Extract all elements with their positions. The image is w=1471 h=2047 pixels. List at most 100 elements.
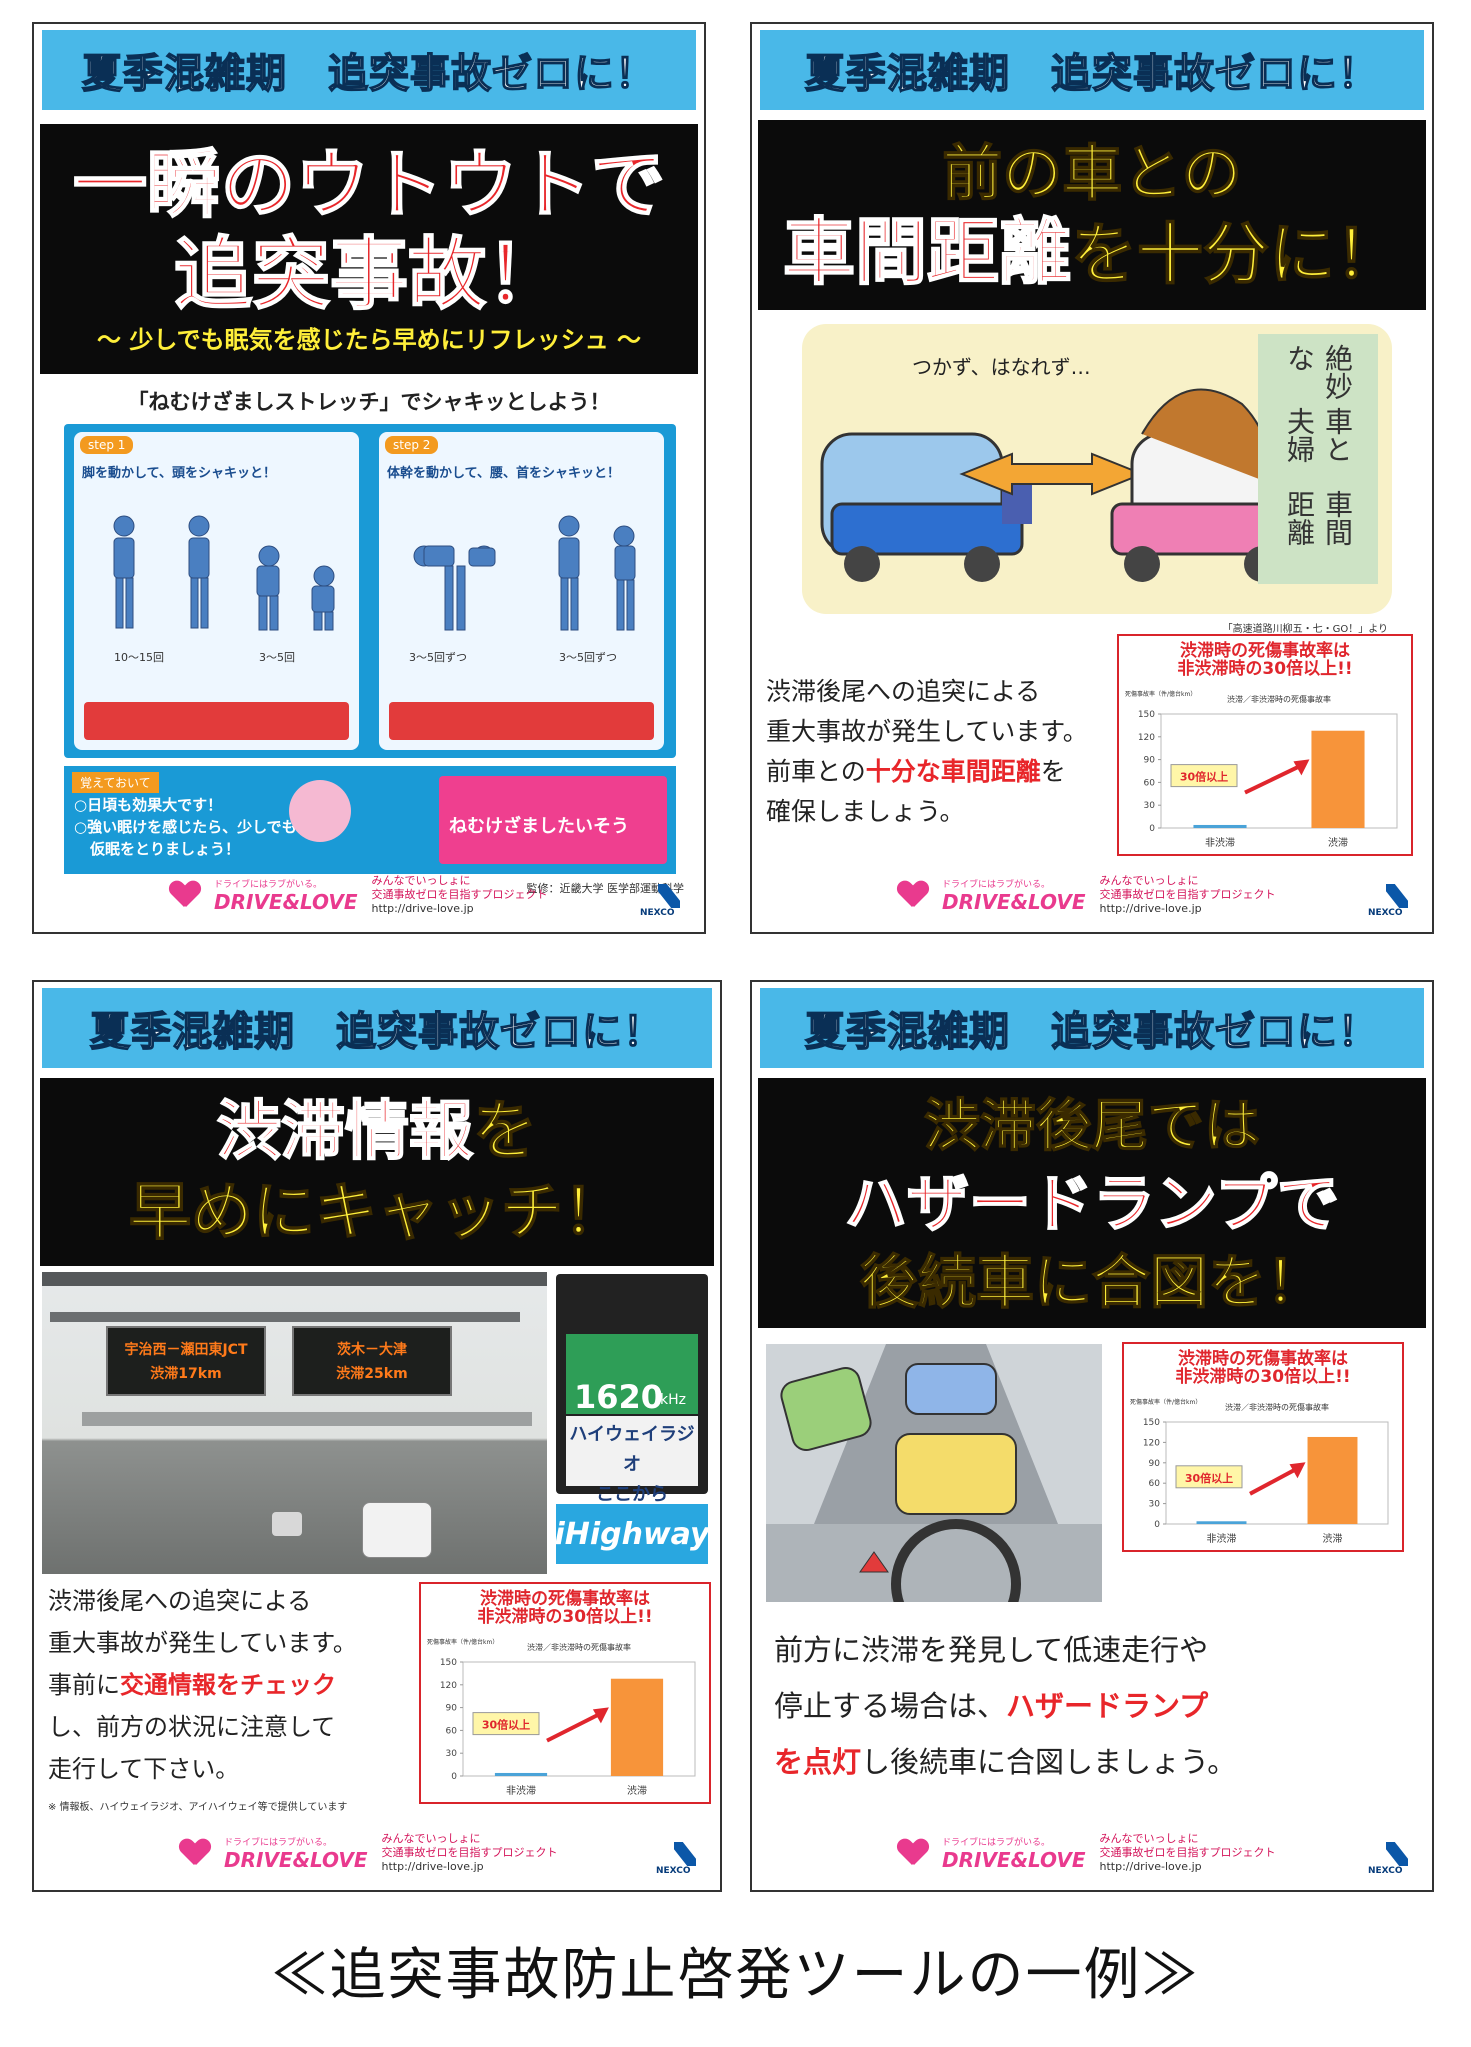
nexco-logo-icon: NEXCO <box>640 878 680 918</box>
tip-title: 覚えておいて <box>72 772 159 793</box>
poster-distance: 夏季混雑期 追突事故ゼロに！ 前の車との 車間距離を十分に！ つかず、はなれず…… <box>750 22 1434 934</box>
y-tick-label: 90 <box>446 1704 458 1714</box>
chart-ylabel: 死傷事故率（件/億台km） <box>1125 690 1196 698</box>
step2-title: 体幹を動かして、腰、首をシャキッと！ <box>387 466 620 481</box>
chart-arrow <box>546 1709 606 1743</box>
x-tick-label: 非渋滞 <box>1207 1532 1237 1545</box>
banner-text: 夏季混雑期 追突事故ゼロに！ <box>81 50 656 98</box>
supervisor: 監修：近畿大学 医学部運動科学 <box>526 882 685 895</box>
subline: 〜 少しでも眠気を感じたら早めにリフレッシュ 〜 <box>97 326 641 354</box>
ihighway-logo: iHighway <box>554 1504 710 1564</box>
chart-arrow-head <box>1289 1462 1306 1479</box>
step1-tag: step 1 <box>80 436 134 454</box>
poster-banner: 夏季混雑期 追突事故ゼロに！ <box>758 28 1426 112</box>
tip-panel: 覚えておいて ○日頃も効果大です！ ○強い眠けを感じたら、少しでも 仮眠をとりま… <box>64 766 676 874</box>
bar-0 <box>1193 824 1247 828</box>
y-tick-label: 60 <box>446 1726 458 1736</box>
senryu-note: 絶妙な車と夫婦車間距離 <box>1258 334 1378 584</box>
bar-0 <box>1196 1521 1247 1524</box>
footnote: ※ 情報板、ハイウェイラジオ、アイハイウェイ等で提供しています <box>48 1802 348 1813</box>
poster-traffic-info: 夏季混雑期 追突事故ゼロに！ 渋滞情報を 早めにキャッチ！ 宇治西－瀬田東JCT… <box>32 980 722 1892</box>
chart-svg: 渋滞／非渋滞時の死傷事故率死傷事故率（件/億台km）0306090120150非… <box>1130 1398 1389 1545</box>
y-tick-label: 0 <box>1154 1520 1160 1530</box>
radio-unit: kHz <box>660 1392 686 1408</box>
y-tick-label: 60 <box>1149 1479 1161 1489</box>
bar-1 <box>1311 730 1365 828</box>
headline-2: 早めにキャッチ！ <box>128 1174 626 1249</box>
nexco-logo-icon: NEXCO <box>1368 1836 1408 1876</box>
chart-frame <box>1160 713 1398 829</box>
svg-text:3〜5回ずつ: 3〜5回ずつ <box>559 651 617 664</box>
step2-tag: step 2 <box>385 436 439 454</box>
y-tick-label: 30 <box>1149 1500 1161 1510</box>
accident-rate-chart: 渋滞時の死傷事故率は非渋滞時の30倍以上!!渋滞／非渋滞時の死傷事故率死傷事故率… <box>419 1582 711 1804</box>
couple-cars-illustration: つかず、はなれず… 絶妙な車と夫婦車間距離 <box>802 324 1392 614</box>
tip-line-1: ○日頃も効果大です！ <box>74 796 223 814</box>
chart-svg: 渋滞／非渋滞時の死傷事故率死傷事故率（件/億台km）0306090120150非… <box>427 1638 696 1797</box>
chart-annotation-box <box>1170 764 1238 788</box>
banner-text: 夏季混雑期 追突事故ゼロに！ <box>89 1008 664 1056</box>
y-tick-label: 30 <box>1144 801 1156 811</box>
brand: ドライブにはラブがいる。DRIVE&LOVE <box>942 1837 1086 1872</box>
step2-card: step 2 体幹を動かして、腰、首をシャキッと！ 3〜5回ずつ 3〜5回ずつ <box>379 432 664 750</box>
chart-title: 渋滞時の死傷事故率は非渋滞時の30倍以上!! <box>1175 1349 1351 1387</box>
stretch-panel: step 1 脚を動かして、頭をシャキッと！ 10〜15回 3〜5回 step … <box>64 424 676 758</box>
y-tick-label: 150 <box>440 1658 457 1668</box>
bar-1 <box>610 1678 664 1776</box>
y-tick-label: 150 <box>1138 710 1155 720</box>
headline-1: 渋滞後尾では <box>923 1093 1261 1160</box>
sleep-box: ねむけざましたいそう <box>439 776 667 864</box>
y-tick-label: 30 <box>446 1749 458 1759</box>
y-tick-label: 0 <box>451 1772 457 1782</box>
chart-annotation: 30倍以上 <box>1180 770 1228 784</box>
chart-arrow <box>1249 1464 1303 1496</box>
brand: ドライブにはラブがいる。DRIVE&LOVE <box>942 879 1086 914</box>
y-tick-label: 90 <box>1144 756 1156 766</box>
headline-2: 追突事故！ <box>173 229 565 321</box>
chart-frame <box>1165 1421 1389 1525</box>
chart-annotation: 30倍以上 <box>1185 1471 1233 1485</box>
step2-figures: 3〜5回ずつ 3〜5回ずつ <box>409 515 636 664</box>
chart-arrow-head <box>1293 759 1310 776</box>
x-tick-label: 渋滞 <box>1328 836 1348 849</box>
svg-text:3〜5回ずつ: 3〜5回ずつ <box>409 651 467 664</box>
sleep-word: ねむけざましたいそう <box>449 816 629 837</box>
chart-annotation: 30倍以上 <box>482 1718 530 1732</box>
info-sign-right: 茨木－大津渋滞25km <box>292 1326 452 1396</box>
heart-icon <box>898 881 928 909</box>
cars-drawing: つかず、はなれず… <box>820 355 1294 582</box>
heart-icon <box>898 1839 928 1867</box>
x-tick-label: 非渋滞 <box>1205 836 1235 849</box>
brand: ドライブにはラブがいる。DRIVE&LOVE <box>214 879 358 914</box>
body-text: 前方に渋滞を発見して低速走行や 停止する場合は、ハザードランプ を点灯し後続車に… <box>774 1633 1237 1779</box>
chart-arrow-head <box>592 1707 609 1724</box>
poster-banner: 夏季混雑期 追突事故ゼロに！ <box>40 986 714 1070</box>
y-tick-label: 120 <box>440 1681 457 1691</box>
footer: ドライブにはラブがいる。DRIVE&LOVE みんなでいっしょに交通事故ゼロを目… <box>758 864 1426 926</box>
accident-rate-chart: 渋滞時の死傷事故率は非渋滞時の30倍以上!!渋滞／非渋滞時の死傷事故率死傷事故率… <box>1122 1342 1404 1552</box>
footer: ドライブにはラブがいる。DRIVE&LOVE みんなでいっしょに交通事故ゼロを目… <box>758 1822 1426 1884</box>
chart-frame <box>462 1661 696 1777</box>
y-tick-label: 150 <box>1143 1418 1160 1428</box>
banner-text: 夏季混雑期 追突事故ゼロに！ <box>804 50 1379 98</box>
illus-caption: 「高速道路川柳五・七・GO！」より <box>1222 624 1388 635</box>
poster-banner: 夏季混雑期 追突事故ゼロに！ <box>758 986 1426 1070</box>
y-tick-label: 90 <box>1149 1459 1161 1469</box>
headline-2: 車間距離を十分に！ <box>782 210 1402 294</box>
y-tick-label: 0 <box>1149 824 1155 834</box>
chart-title: 渋滞時の死傷事故率は非渋滞時の30倍以上!! <box>1177 641 1353 679</box>
x-tick-label: 渋滞 <box>1323 1532 1343 1545</box>
step1-figures: 10〜15回 3〜5回 <box>113 515 335 664</box>
cockpit-drawing <box>766 1344 1102 1602</box>
x-tick-label: 非渋滞 <box>506 1784 536 1797</box>
footer: ドライブにはラブがいる。DRIVE&LOVE みんなでいっしょに交通事故ゼロを目… <box>40 1822 714 1884</box>
chart-subtitle: 渋滞／非渋滞時の死傷事故率 <box>1225 1402 1329 1412</box>
svg-text:つかず、はなれず…: つかず、はなれず… <box>912 355 1091 379</box>
chart-subtitle: 渋滞／非渋滞時の死傷事故率 <box>527 1642 631 1652</box>
banner-text: 夏季混雑期 追突事故ゼロに！ <box>804 1008 1379 1056</box>
chart-arrow <box>1244 761 1307 795</box>
